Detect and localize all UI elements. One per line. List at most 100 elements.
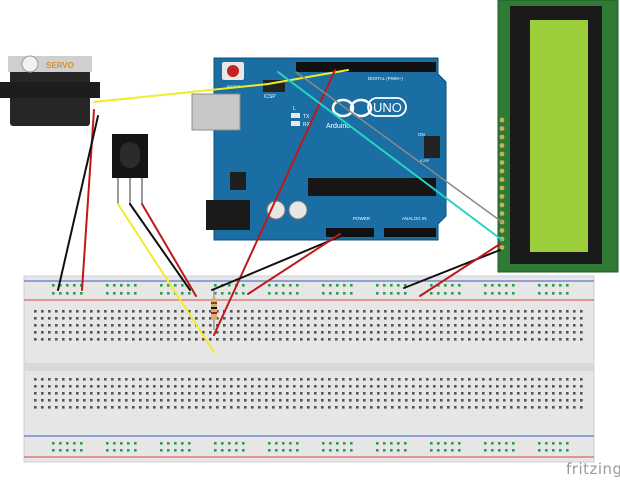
breadboard-hole	[444, 449, 447, 452]
breadboard-hole	[440, 317, 443, 320]
breadboard-hole	[484, 292, 487, 295]
breadboard-hole	[237, 310, 240, 313]
breadboard-hole	[314, 399, 317, 402]
breadboard-hole	[437, 442, 440, 445]
breadboard-hole	[482, 385, 485, 388]
breadboard-hole	[66, 442, 69, 445]
breadboard-hole	[167, 449, 170, 452]
breadboard-hole	[426, 406, 429, 409]
breadboard-hole	[230, 385, 233, 388]
breadboard-hole	[363, 392, 366, 395]
breadboard-hole	[377, 338, 380, 341]
wire-lcd-data-cyan	[277, 71, 503, 241]
breadboard-hole	[90, 399, 93, 402]
breadboard-hole	[188, 310, 191, 313]
breadboard-hole	[97, 406, 100, 409]
breadboard-hole	[329, 442, 332, 445]
breadboard-hole	[398, 399, 401, 402]
breadboard-hole	[342, 338, 345, 341]
breadboard-hole	[335, 310, 338, 313]
breadboard-hole	[307, 406, 310, 409]
breadboard-hole	[433, 324, 436, 327]
breadboard-hole	[279, 406, 282, 409]
breadboard-hole	[62, 331, 65, 334]
breadboard-hole	[349, 331, 352, 334]
breadboard-hole	[272, 385, 275, 388]
breadboard-hole	[209, 324, 212, 327]
breadboard-hole	[580, 392, 583, 395]
breadboard-hole	[146, 378, 149, 381]
digital-label: DIGITAL (PWM~)	[368, 76, 403, 81]
breadboard-hole	[349, 324, 352, 327]
breadboard-hole	[377, 385, 380, 388]
breadboard-hole	[214, 292, 217, 295]
breadboard-hole	[265, 399, 268, 402]
breadboard-hole	[251, 392, 254, 395]
breadboard-hole	[468, 399, 471, 402]
breadboard-hole	[48, 338, 51, 341]
breadboard-hole	[188, 331, 191, 334]
breadboard-hole	[482, 406, 485, 409]
breadboard-hole	[363, 338, 366, 341]
breadboard-hole	[90, 406, 93, 409]
breadboard-hole	[573, 378, 576, 381]
wire-lcd-data-gray	[295, 71, 503, 223]
breadboard-hole	[482, 338, 485, 341]
breadboard-hole	[440, 385, 443, 388]
breadboard-hole	[167, 406, 170, 409]
breadboard-hole	[433, 310, 436, 313]
breadboard-hole	[468, 310, 471, 313]
breadboard-hole	[405, 331, 408, 334]
breadboard-hole	[545, 310, 548, 313]
breadboard-hole	[293, 406, 296, 409]
breadboard-hole	[69, 385, 72, 388]
breadboard-hole	[272, 399, 275, 402]
breadboard-hole	[160, 317, 163, 320]
breadboard-hole	[228, 442, 231, 445]
breadboard-hole	[258, 338, 261, 341]
breadboard-hole	[489, 399, 492, 402]
breadboard-hole	[321, 338, 324, 341]
breadboard-hole	[349, 378, 352, 381]
breadboard-hole	[397, 284, 400, 287]
breadboard-hole	[363, 331, 366, 334]
breadboard-hole	[538, 338, 541, 341]
breadboard-hole	[328, 399, 331, 402]
breadboard-hole	[111, 392, 114, 395]
breadboard-hole	[48, 378, 51, 381]
breadboard-hole	[461, 331, 464, 334]
breadboard-hole	[55, 378, 58, 381]
breadboard-hole	[134, 292, 137, 295]
breadboard-hole	[83, 324, 86, 327]
breadboard-hole	[209, 399, 212, 402]
breadboard-hole	[559, 324, 562, 327]
breadboard-hole	[228, 449, 231, 452]
icsp-label: ICSP	[264, 94, 276, 100]
breadboard-hole	[174, 399, 177, 402]
breadboard-hole	[580, 310, 583, 313]
breadboard-hole	[447, 310, 450, 313]
breadboard-hole	[223, 406, 226, 409]
breadboard-hole	[244, 331, 247, 334]
breadboard-hole	[370, 385, 373, 388]
breadboard-hole	[139, 310, 142, 313]
breadboard-hole	[430, 284, 433, 287]
breadboard-hole	[265, 378, 268, 381]
breadboard-hole	[146, 392, 149, 395]
breadboard-hole	[48, 406, 51, 409]
breadboard-hole	[538, 392, 541, 395]
capacitor-1	[266, 200, 286, 220]
breadboard-hole	[76, 324, 79, 327]
breadboard-hole	[69, 392, 72, 395]
breadboard-hole	[437, 284, 440, 287]
breadboard-hole	[293, 331, 296, 334]
breadboard-hole	[391, 385, 394, 388]
breadboard-hole	[76, 338, 79, 341]
breadboard-hole	[482, 378, 485, 381]
breadboard-hole	[447, 378, 450, 381]
breadboard-hole	[335, 331, 338, 334]
breadboard-hole	[350, 449, 353, 452]
breadboard-hole	[397, 292, 400, 295]
breadboard-hole	[538, 385, 541, 388]
breadboard-hole	[531, 392, 534, 395]
